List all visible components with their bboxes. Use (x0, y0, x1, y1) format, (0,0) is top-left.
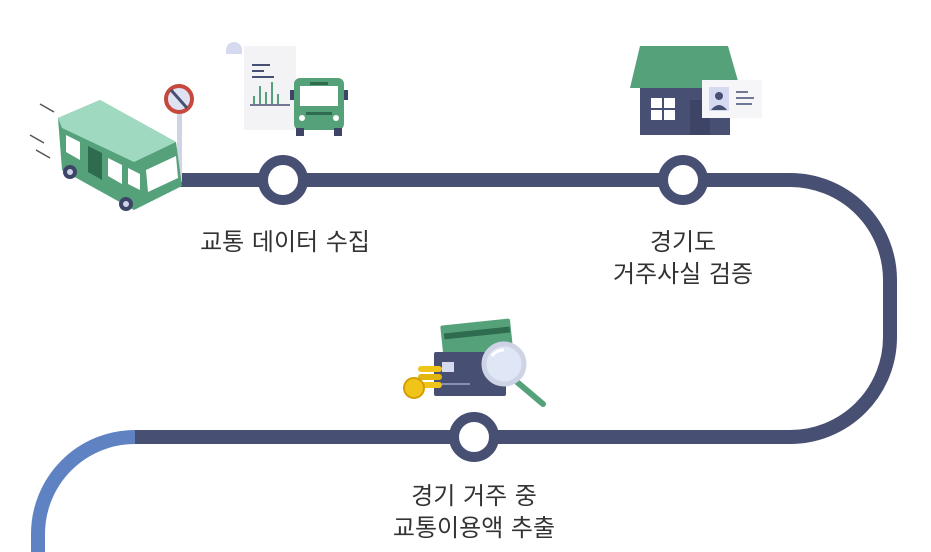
step-3-line-1: 경기 거주 중 (411, 482, 537, 510)
chart-document-icon (226, 42, 296, 130)
id-card-icon (702, 80, 762, 118)
process-path (135, 173, 897, 444)
bus-stop-sign-icon (164, 84, 194, 182)
step-3-line-2: 교통이용액 추출 (392, 514, 556, 542)
step-2-line-2: 거주사실 검증 (612, 260, 754, 288)
bus-icon (29, 100, 182, 211)
process-path-continuation (31, 430, 136, 552)
step-node-3 (449, 412, 499, 462)
step-label-3: 경기 거주 중 교통이용액 추출 (369, 480, 579, 544)
bus-front-icon (290, 78, 348, 136)
magnifier-icon (481, 341, 546, 407)
step-label-2: 경기도 거주사실 검증 (583, 226, 783, 290)
step-2-line-1: 경기도 (649, 228, 717, 256)
step-1-line-1: 교통 데이터 수집 (200, 228, 370, 256)
coins-icon (403, 366, 442, 399)
step-node-2 (658, 155, 708, 205)
step-node-1 (258, 155, 308, 205)
step-label-1: 교통 데이터 수집 (180, 226, 390, 258)
